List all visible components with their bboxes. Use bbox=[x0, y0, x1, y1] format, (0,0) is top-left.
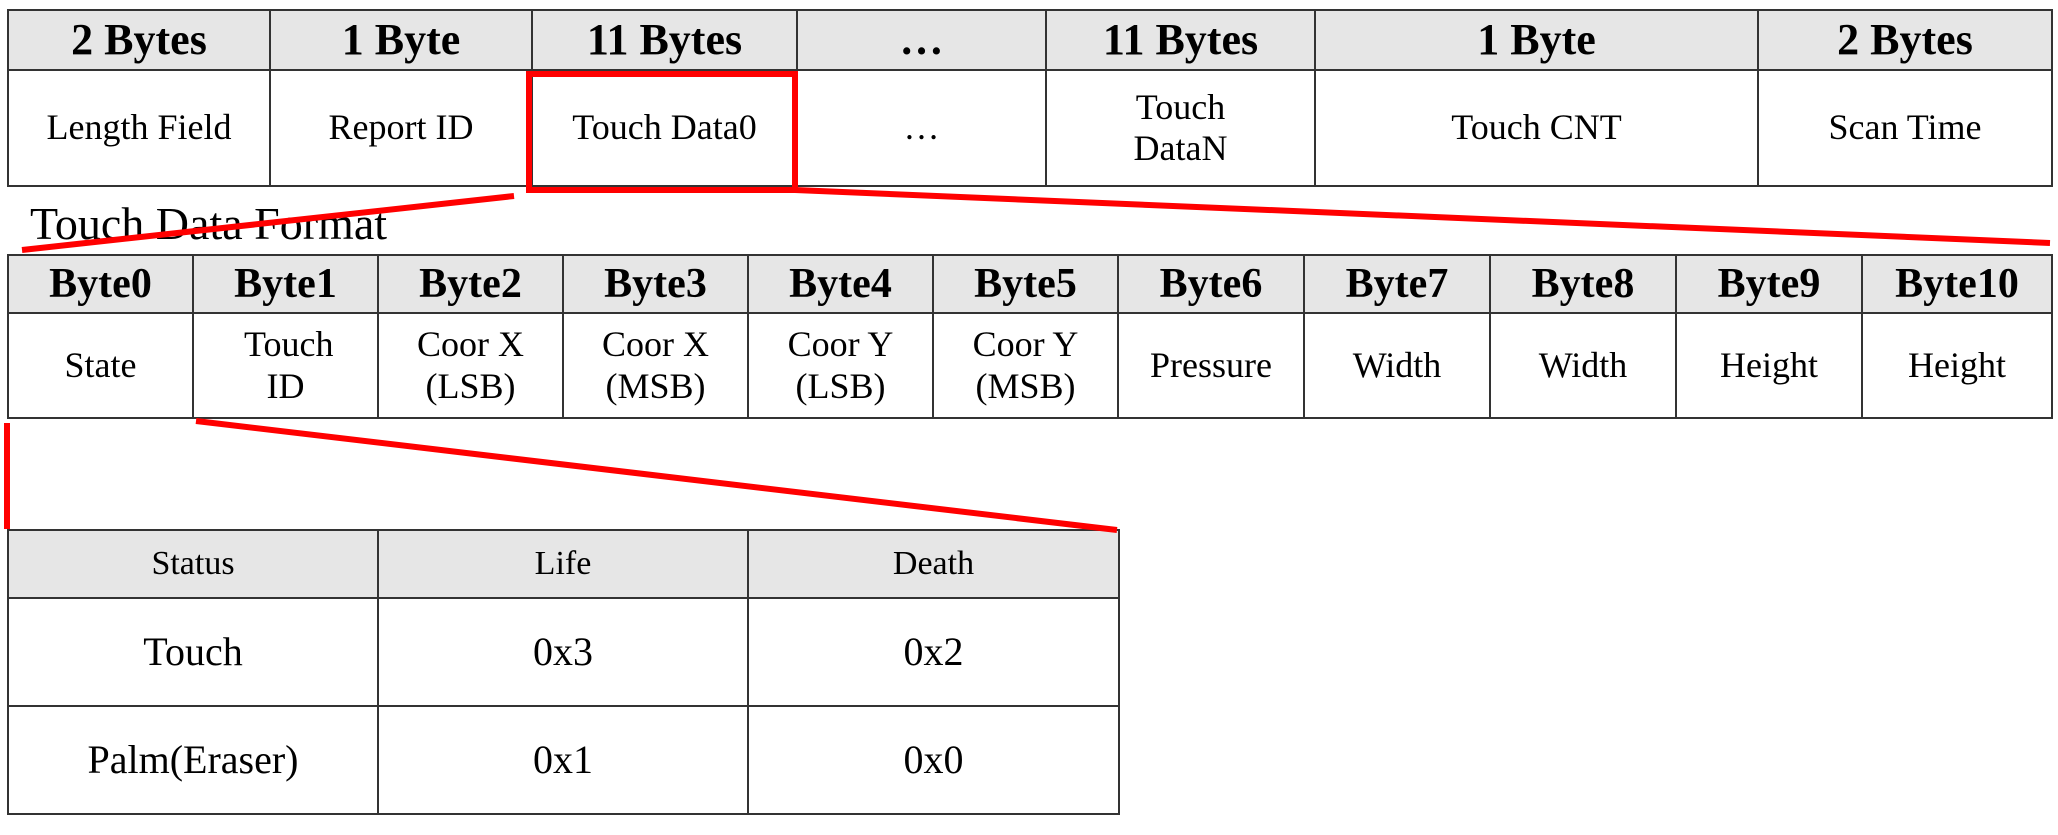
byte-cell: Byte7 bbox=[1303, 254, 1491, 314]
size-cell: 11 Bytes bbox=[1045, 9, 1316, 71]
death-cell: 0x0 bbox=[747, 705, 1120, 815]
table-row: Palm(Eraser) 0x1 0x0 bbox=[7, 705, 1120, 815]
byte-field-row: State Touch ID Coor X (LSB) Coor X (MSB)… bbox=[7, 312, 2053, 419]
field-coor-x-lsb: Coor X (LSB) bbox=[377, 312, 564, 419]
death-cell: 0x2 bbox=[747, 597, 1120, 707]
field-length: Length Field bbox=[7, 69, 271, 187]
field-report-id: Report ID bbox=[269, 69, 533, 187]
byte-cell: Byte3 bbox=[562, 254, 749, 314]
size-cell: 2 Bytes bbox=[1757, 9, 2053, 71]
field-state: State bbox=[7, 312, 194, 419]
state-header-row: Status Life Death bbox=[7, 529, 1120, 599]
report-size-row: 2 Bytes 1 Byte 11 Bytes … 11 Bytes 1 Byt… bbox=[7, 9, 2053, 71]
report-field-row: Length Field Report ID Touch Data0 … Tou… bbox=[7, 69, 2053, 187]
field-coor-y-msb: Coor Y (MSB) bbox=[932, 312, 1119, 419]
connector-line-right bbox=[794, 187, 2051, 246]
size-cell: 1 Byte bbox=[269, 9, 533, 71]
life-cell: 0x1 bbox=[377, 705, 749, 815]
field-coor-x-msb: Coor X (MSB) bbox=[562, 312, 749, 419]
touch-data-format-table: Byte0 Byte1 Byte2 Byte3 Byte4 Byte5 Byte… bbox=[7, 254, 2053, 419]
header-death: Death bbox=[747, 529, 1120, 599]
size-cell: … bbox=[796, 9, 1047, 71]
header-life: Life bbox=[377, 529, 749, 599]
field-width: Width bbox=[1489, 312, 1677, 419]
field-touch-datan: Touch DataN bbox=[1045, 69, 1316, 187]
life-cell: 0x3 bbox=[377, 597, 749, 707]
field-height: Height bbox=[1861, 312, 2053, 419]
table-row: Touch 0x3 0x2 bbox=[7, 597, 1120, 707]
touch-data-format-title: Touch Data Format bbox=[30, 198, 388, 249]
header-status: Status bbox=[7, 529, 379, 599]
field-scan-time: Scan Time bbox=[1757, 69, 2053, 187]
state-table: Status Life Death Touch 0x3 0x2 Palm(Era… bbox=[7, 529, 1120, 815]
report-format-table: 2 Bytes 1 Byte 11 Bytes … 11 Bytes 1 Byt… bbox=[7, 9, 2053, 187]
byte-cell: Byte10 bbox=[1861, 254, 2053, 314]
size-cell: 11 Bytes bbox=[531, 9, 798, 71]
byte-cell: Byte4 bbox=[747, 254, 934, 314]
status-cell: Touch bbox=[7, 597, 379, 707]
byte-cell: Byte6 bbox=[1117, 254, 1305, 314]
field-width: Width bbox=[1303, 312, 1491, 419]
byte-cell: Byte8 bbox=[1489, 254, 1677, 314]
byte-cell: Byte5 bbox=[932, 254, 1119, 314]
byte-cell: Byte9 bbox=[1675, 254, 1863, 314]
field-pressure: Pressure bbox=[1117, 312, 1305, 419]
byte-index-row: Byte0 Byte1 Byte2 Byte3 Byte4 Byte5 Byte… bbox=[7, 254, 2053, 314]
byte-cell: Byte2 bbox=[377, 254, 564, 314]
size-cell: 1 Byte bbox=[1314, 9, 1759, 71]
connector-line-state-right bbox=[195, 418, 1118, 533]
field-height: Height bbox=[1675, 312, 1863, 419]
byte-cell: Byte1 bbox=[192, 254, 379, 314]
field-coor-y-lsb: Coor Y (LSB) bbox=[747, 312, 934, 419]
field-touch-data0: Touch Data0 bbox=[531, 69, 798, 187]
field-ellipsis: … bbox=[796, 69, 1047, 187]
status-cell: Palm(Eraser) bbox=[7, 705, 379, 815]
field-touch-id: Touch ID bbox=[192, 312, 379, 419]
size-cell: 2 Bytes bbox=[7, 9, 271, 71]
field-touch-cnt: Touch CNT bbox=[1314, 69, 1759, 187]
byte-cell: Byte0 bbox=[7, 254, 194, 314]
